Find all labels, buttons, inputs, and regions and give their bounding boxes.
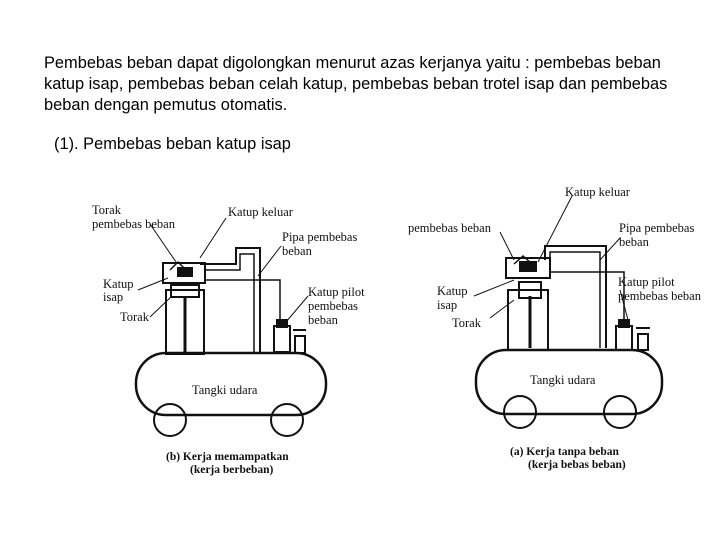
right-label-pilot-2: pembebas beban [618,289,702,303]
left-compressor-figure [134,217,328,437]
section-heading: (1). Pembebas beban katup isap [54,135,291,153]
left-caption-2: (kerja berbeban) [190,464,274,476]
left-unloading-pipe [206,279,281,320]
left-caption-1: (b) Kerja memampatkan [166,451,289,463]
right-label-katup-keluar: Katup keluar [565,185,631,199]
right-label-pipa-2: beban [619,235,650,249]
intro-paragraph: Pembebas beban dapat digolongkan menurut… [44,54,668,114]
left-outlet-pipe [200,247,261,352]
left-head [162,262,206,284]
left-label-katup-keluar: Katup keluar [228,205,294,219]
left-label-torak-pembebas-1: Torak [92,203,122,217]
left-label-pipa-2: beban [282,244,313,258]
left-label-tangki: Tangki udara [192,383,258,397]
left-label-pipa-1: Pipa pembebas [282,230,357,244]
right-label-pembebas-beban: pembebas beban [408,221,492,235]
right-wheel-rear [603,395,637,429]
right-outlet-pipe [544,245,607,348]
left-label-pilot-2: pembebas [308,299,358,313]
left-cylinder [165,289,205,355]
left-wheel-front [153,403,187,437]
left-label-pilot-3: beban [308,313,339,327]
right-label-katup-1: Katup [437,284,468,298]
right-head [505,257,551,279]
left-label-torak: Torak [120,310,150,324]
right-label-katup-2: isap [437,298,457,312]
right-unloading-pipe [550,271,625,322]
left-pilot-valve [273,325,291,353]
left-label-katup-isap-2: isap [103,290,123,304]
right-label-pipa-1: Pipa pembebas [619,221,694,235]
left-label-katup-isap-1: Katup [103,277,134,291]
left-label-torak-pembebas-2: pembebas beban [92,217,176,231]
right-label-pilot-1: Katup pilot [618,275,675,289]
right-cylinder [507,289,549,351]
right-pilot-valve [615,325,633,351]
right-caption-2: (kerja bebas beban) [528,459,626,471]
left-air-tank [134,351,328,417]
left-wheel-rear [270,403,304,437]
right-label-tangki: Tangki udara [530,373,596,387]
right-label-torak: Torak [452,316,482,330]
right-caption-1: (a) Kerja tanpa beban [510,446,620,458]
left-label-pilot-1: Katup pilot [308,285,365,299]
right-air-tank [474,348,664,416]
right-compressor-figure [473,195,664,429]
right-wheel-front [503,395,537,429]
